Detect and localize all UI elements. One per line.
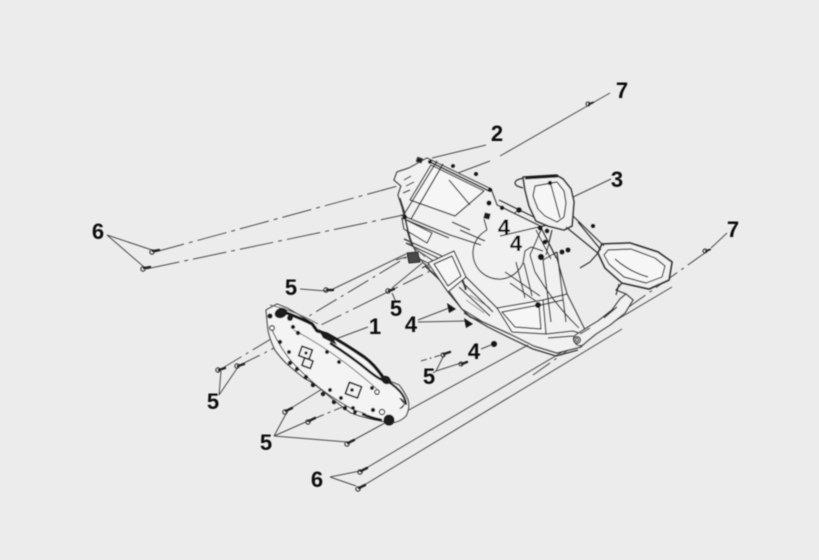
svg-text:3: 3: [611, 167, 623, 192]
svg-text:5: 5: [390, 296, 402, 321]
svg-text:1: 1: [369, 314, 381, 339]
svg-text:4: 4: [468, 339, 481, 364]
svg-text:5: 5: [285, 275, 297, 300]
svg-text:6: 6: [92, 219, 104, 244]
svg-text:7: 7: [727, 217, 739, 242]
svg-text:7: 7: [616, 78, 628, 103]
svg-text:5: 5: [207, 389, 219, 414]
svg-text:2: 2: [491, 121, 503, 146]
svg-text:4: 4: [498, 215, 511, 240]
svg-text:5: 5: [260, 430, 272, 455]
svg-text:6: 6: [311, 467, 323, 492]
svg-text:5: 5: [423, 364, 435, 389]
svg-text:4: 4: [510, 231, 523, 256]
svg-text:4: 4: [405, 312, 418, 337]
